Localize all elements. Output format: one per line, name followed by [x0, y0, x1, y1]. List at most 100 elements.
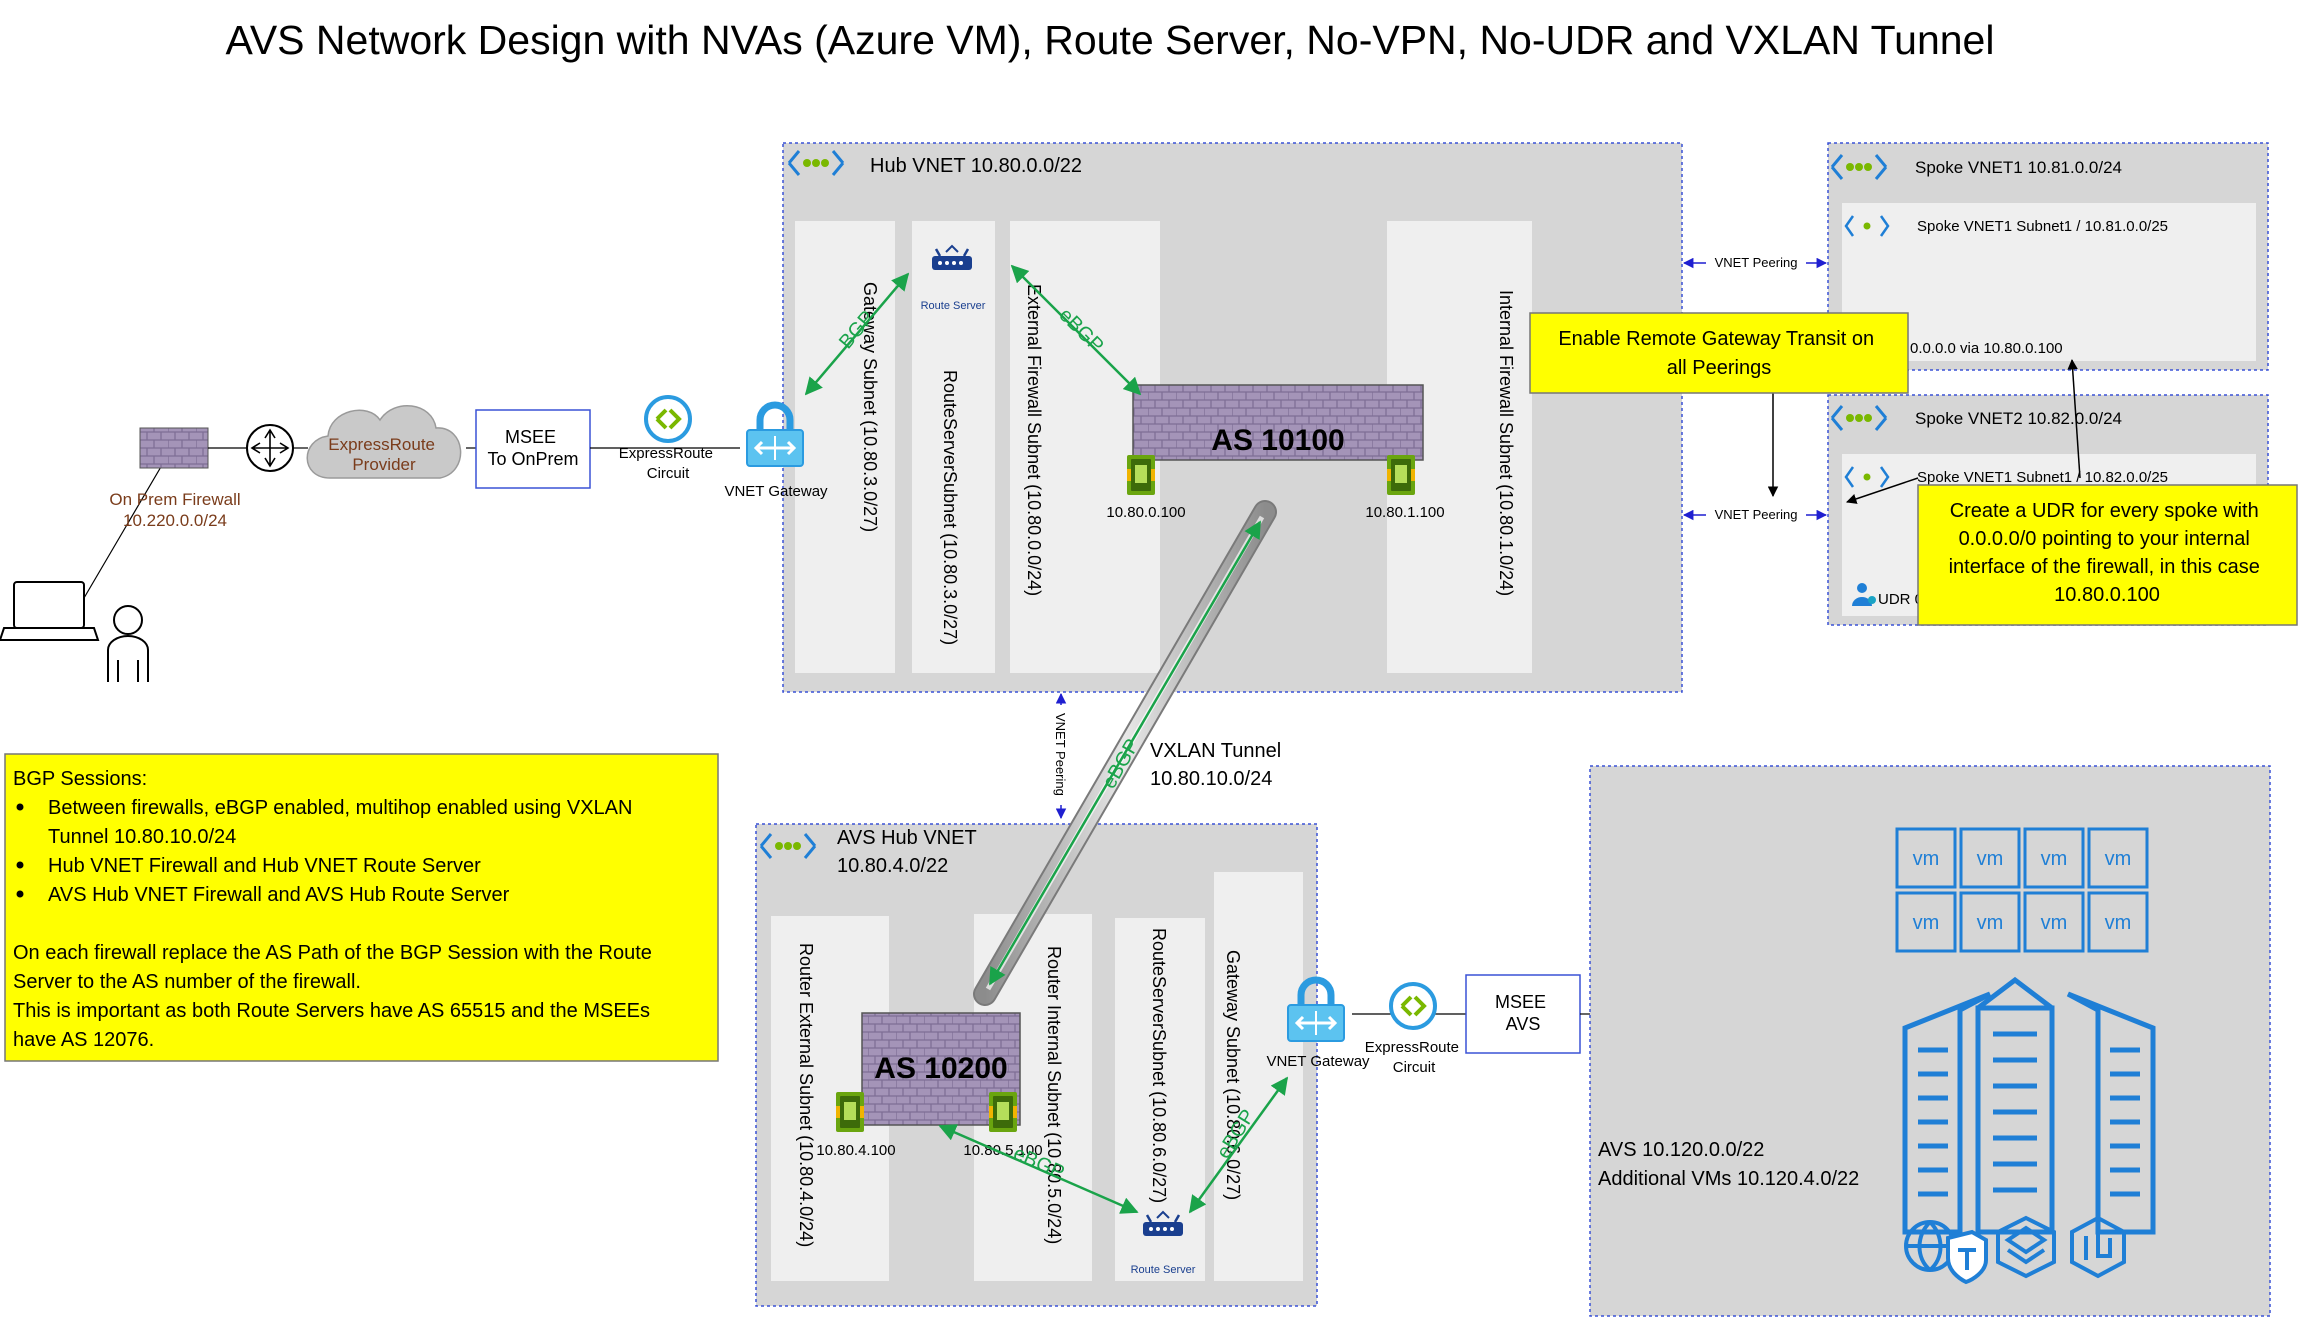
msee-onprem-line-2: To OnPrem — [487, 449, 578, 469]
bullet-dot — [16, 803, 24, 811]
vm-icon: vm — [1959, 827, 2021, 889]
avs-label: AVS 10.120.0.0/22 Additional VMs 10.120.… — [1598, 1139, 1859, 1190]
msee-avs-line-1: MSEE — [1495, 992, 1546, 1012]
spoke1-title: Spoke VNET1 10.81.0.0/24 — [1915, 158, 2122, 177]
avs-icon — [1902, 976, 2156, 1235]
route-server-subnet — [912, 221, 995, 673]
nic-icon — [1387, 455, 1415, 495]
note-bgp-paragraph: On each firewall replace the AS Path of … — [13, 942, 652, 1051]
spoke-vnet1: Spoke VNET1 10.81.0.0/24 Spoke VNET1 Sub… — [1827, 142, 2269, 371]
vm-icon: vm — [1959, 891, 2021, 953]
vm-label: vm — [1913, 848, 1940, 870]
router-internal-subnet-label: Router Internal Subnet (10.80.5.0/24) — [1044, 946, 1064, 1244]
avs-firewall-as: AS 10200 — [874, 1052, 1007, 1085]
cube-icon — [1996, 1215, 2056, 1279]
msee-avs-line-2: AVS — [1506, 1014, 1541, 1034]
msee-avs-box — [1465, 974, 1581, 1054]
avs-hub-title: AVS Hub VNET 10.80.4.0/22 — [837, 827, 982, 877]
router-icon — [246, 424, 294, 472]
vm-icon: vm — [2087, 891, 2149, 953]
hub-nic-external-ip: 10.80.0.100 — [1106, 504, 1185, 521]
route-server-label: Route Server — [921, 300, 986, 312]
avs-nic-external-ip: 10.80.4.100 — [816, 1142, 895, 1159]
note-udr: Create a UDR for every spoke with 0.0.0.… — [1917, 484, 2298, 626]
globe-shield-icon — [1904, 1220, 1988, 1285]
vm-label: vm — [1913, 912, 1940, 934]
user-icon — [107, 605, 149, 682]
avs-vnet-gateway-label: VNET Gateway — [1266, 1053, 1370, 1070]
bullet-dot — [16, 890, 24, 898]
router-external-subnet-label: Router External Subnet (10.80.4.0/24) — [796, 943, 816, 1247]
note-bgp-bullet: AVS Hub VNET Firewall and AVS Hub Route … — [48, 884, 510, 906]
hub-firewall — [1132, 384, 1424, 461]
avs-label-line-2: Additional VMs 10.120.4.0/22 — [1598, 1168, 1859, 1190]
hub-vnet-title: Hub VNET 10.80.0.0/22 — [870, 155, 1082, 177]
udr-pointer-arrow — [1846, 477, 1919, 504]
note-bgp-bullet: Hub VNET Firewall and Hub VNET Route Ser… — [48, 855, 481, 877]
avs-hub-title-line-1: AVS Hub VNET — [837, 827, 976, 849]
nic-icon — [989, 1092, 1017, 1132]
vm-icon: vm — [1895, 827, 1957, 889]
spoke1-route: 0.0.0.0 via 10.80.0.100 — [1910, 340, 2063, 357]
hub-firewall-as: AS 10100 — [1211, 424, 1344, 457]
svg-text:Enable Remote Gateway Transit: Enable Remote Gateway Transit on all Pee… — [1558, 328, 1879, 379]
note-udr-line-1: Create a UDR for every spoke with — [1950, 500, 2259, 522]
vxlan-label-line-1: VXLAN Tunnel — [1150, 740, 1281, 762]
diagram-title: AVS Network Design with NVAs (Azure VM),… — [226, 17, 1995, 63]
vm-label: vm — [2105, 848, 2132, 870]
onprem-firewall-cidr: 10.220.0.0/24 — [123, 511, 227, 530]
avs-expressroute-circuit-icon — [1389, 982, 1437, 1030]
external-firewall-subnet-label: External Firewall Subnet (10.80.0.0/24) — [1024, 284, 1044, 596]
vm-label: vm — [2041, 848, 2068, 870]
er-circuit-label: ExpressRoute Circuit — [619, 445, 717, 482]
spoke1-subnet: Spoke VNET1 Subnet1 / 10.81.0.0/25 — [1917, 218, 2168, 235]
provider-line-2: Provider — [352, 455, 416, 474]
route-server-subnet-label: RouteServerSubnet (10.80.3.0/27) — [940, 370, 960, 645]
msee-onprem-box — [475, 409, 591, 489]
avs-hub-vnet: AVS Hub VNET 10.80.4.0/22 Router Externa… — [755, 823, 1370, 1307]
onprem-chain: On Prem Firewall 10.220.0.0/24 ExpressRo… — [0, 395, 828, 682]
vxlan-label-line-2: 10.80.10.0/24 — [1150, 768, 1272, 790]
vm-label: vm — [1977, 912, 2004, 934]
msee-onprem-label: MSEE To OnPrem — [487, 427, 578, 469]
avs-ebgp-arrow-fw — [938, 1124, 1139, 1214]
avs-route-server-subnet-label: RouteServerSubnet (10.80.6.0/27) — [1149, 928, 1169, 1203]
ebgp-arrow — [1010, 264, 1142, 396]
nic-icon — [836, 1092, 864, 1132]
peering-label-spoke1: VNET Peering — [1715, 255, 1798, 270]
provider-line-1: ExpressRoute — [328, 435, 435, 454]
bgp-arrow — [804, 272, 910, 396]
expressroute-circuit-icon — [644, 395, 692, 443]
vm-icon: vm — [2023, 891, 2085, 953]
vnet-gateway-label: VNET Gateway — [724, 483, 828, 500]
svg-text:Create a UDR for every spoke w: Create a UDR for every spoke with 0.0.0.… — [1949, 500, 2266, 606]
note-remote-gateway-line-1: Enable Remote Gateway Transit on — [1558, 328, 1874, 350]
vxlan-tunnel: eBGP — [973, 500, 1277, 1006]
hub-vnet: Hub VNET 10.80.0.0/22 Gateway Subnet (10… — [782, 142, 1683, 693]
note-remote-gateway: Enable Remote Gateway Transit on all Pee… — [1529, 312, 1909, 394]
msee-onprem-line-1: MSEE — [505, 427, 556, 447]
note-udr-line-2: 0.0.0.0/0 pointing to your internal — [1959, 528, 2250, 550]
vm-icon: vm — [2087, 827, 2149, 889]
note-udr-line-4: 10.80.0.100 — [2054, 584, 2160, 606]
avs-route-server-label: Route Server — [1131, 1264, 1196, 1276]
vm-label: vm — [1977, 848, 2004, 870]
note-bgp-bullet: Between firewalls, eBGP enabled, multiho… — [48, 797, 632, 848]
avs-er-circuit-label: ExpressRoute Circuit — [1365, 1039, 1463, 1076]
udr-icon — [1852, 583, 1876, 606]
onprem-firewall-label: On Prem Firewall — [109, 490, 240, 509]
peering-label-avs-hub: VNET Peering — [1053, 713, 1068, 796]
er-circuit-line-1: ExpressRoute — [619, 445, 713, 462]
hex-grid-icon — [2070, 1215, 2126, 1279]
avs-ebgp-arrow-gw — [1188, 1076, 1289, 1214]
internal-firewall-subnet-label: Internal Firewall Subnet (10.80.1.0/24) — [1496, 290, 1516, 596]
provider-label: ExpressRoute Provider — [328, 435, 440, 474]
note-udr-line-3: interface of the firewall, in this case — [1949, 556, 2260, 578]
msee-avs-label: MSEE AVS — [1495, 992, 1551, 1034]
bullet-dot — [16, 861, 24, 869]
note-bgp-bullets: Between firewalls, eBGP enabled, multiho… — [16, 797, 632, 906]
avs-er-circuit-line-2: Circuit — [1393, 1059, 1436, 1076]
peering-label-spoke2: VNET Peering — [1715, 507, 1798, 522]
